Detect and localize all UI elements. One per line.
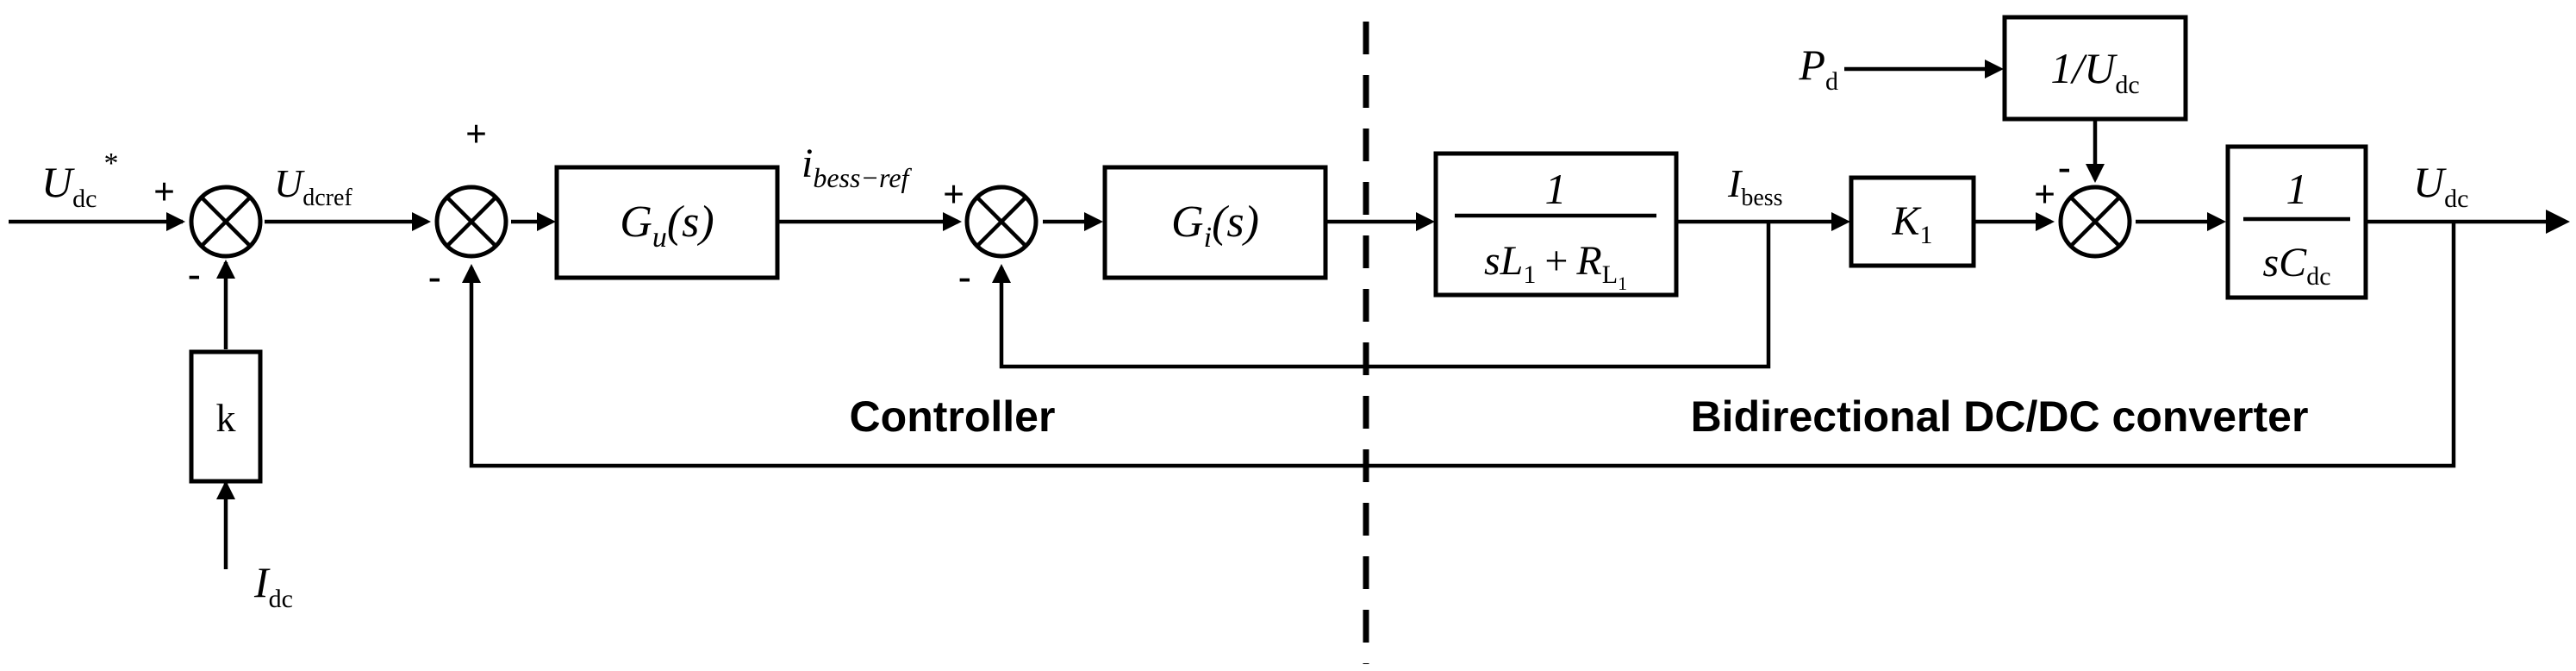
arrowhead	[1084, 212, 1103, 231]
plant-numerator: 1	[1545, 165, 1567, 213]
gi-label: Gi(s)	[1171, 198, 1259, 254]
gi-controller-block	[1102, 165, 1328, 280]
plant-denominator: sL1+RL1	[1484, 238, 1627, 294]
sum4-minus-sign: -	[2058, 146, 2071, 188]
sum3-plus-sign: +	[943, 173, 964, 216]
summing-junction-3	[964, 185, 1039, 259]
summing-junction-4	[2058, 185, 2132, 259]
udcref-signal-label: Udcref	[274, 161, 352, 211]
ibess-signal-label: Ibess	[1727, 161, 1783, 211]
sum1-plus-sign: +	[153, 171, 175, 213]
pd-input-label: Pd	[1798, 41, 1838, 96]
arrowhead	[943, 212, 962, 231]
arrowhead	[1985, 60, 2004, 78]
arrowhead	[992, 264, 1011, 283]
k-label: k	[216, 396, 236, 440]
cap-denominator: sCdc	[2262, 240, 2330, 291]
k-gain-block	[189, 349, 263, 484]
arrowhead	[1416, 212, 1435, 231]
capacitor-block	[2225, 144, 2368, 300]
idc-input-label: Idc	[253, 558, 293, 613]
wire-voltage-feedback	[469, 222, 2456, 468]
wire-current-feedback	[999, 222, 1771, 369]
k1-label: K1	[1891, 198, 1932, 249]
arrowhead	[2086, 164, 2105, 183]
arrowhead	[216, 480, 235, 499]
arrowhead	[537, 212, 556, 231]
sum1-minus-sign: -	[188, 253, 201, 295]
arrowhead	[412, 212, 431, 231]
summing-junction-1	[189, 185, 263, 259]
inverse-udc-label: 1/Udc	[2050, 44, 2139, 99]
sum3-minus-sign: -	[958, 255, 971, 298]
udc-output-label: Udc	[2413, 158, 2468, 213]
sum4-plus-sign: +	[2034, 173, 2055, 216]
converter-section-label: Bidirectional DC/DC converter	[1691, 392, 2309, 441]
arrowhead	[1831, 212, 1850, 231]
arrowhead	[462, 264, 481, 283]
sum2-plus-sign: +	[465, 113, 487, 155]
sum2-minus-sign: -	[428, 255, 441, 298]
signal-wires	[9, 22, 2570, 664]
ibess-ref-signal-label: ibess−ref	[801, 141, 913, 193]
arrowhead	[166, 212, 185, 231]
arrowhead	[2207, 212, 2226, 231]
summing-junction-2	[434, 185, 508, 259]
arrowhead	[2036, 212, 2055, 231]
arrowhead	[216, 260, 235, 279]
plant-block	[1433, 151, 1679, 298]
arrowhead	[2546, 210, 2570, 234]
gu-controller-block	[554, 165, 780, 280]
udc-star-input-label: Udc*	[41, 147, 118, 213]
gu-label: Gu(s)	[620, 198, 714, 254]
cap-numerator: 1	[2286, 165, 2308, 213]
k1-gain-block	[1849, 175, 1976, 268]
controller-section-label: Controller	[850, 392, 1056, 441]
inverse-udc-block	[2002, 15, 2188, 122]
